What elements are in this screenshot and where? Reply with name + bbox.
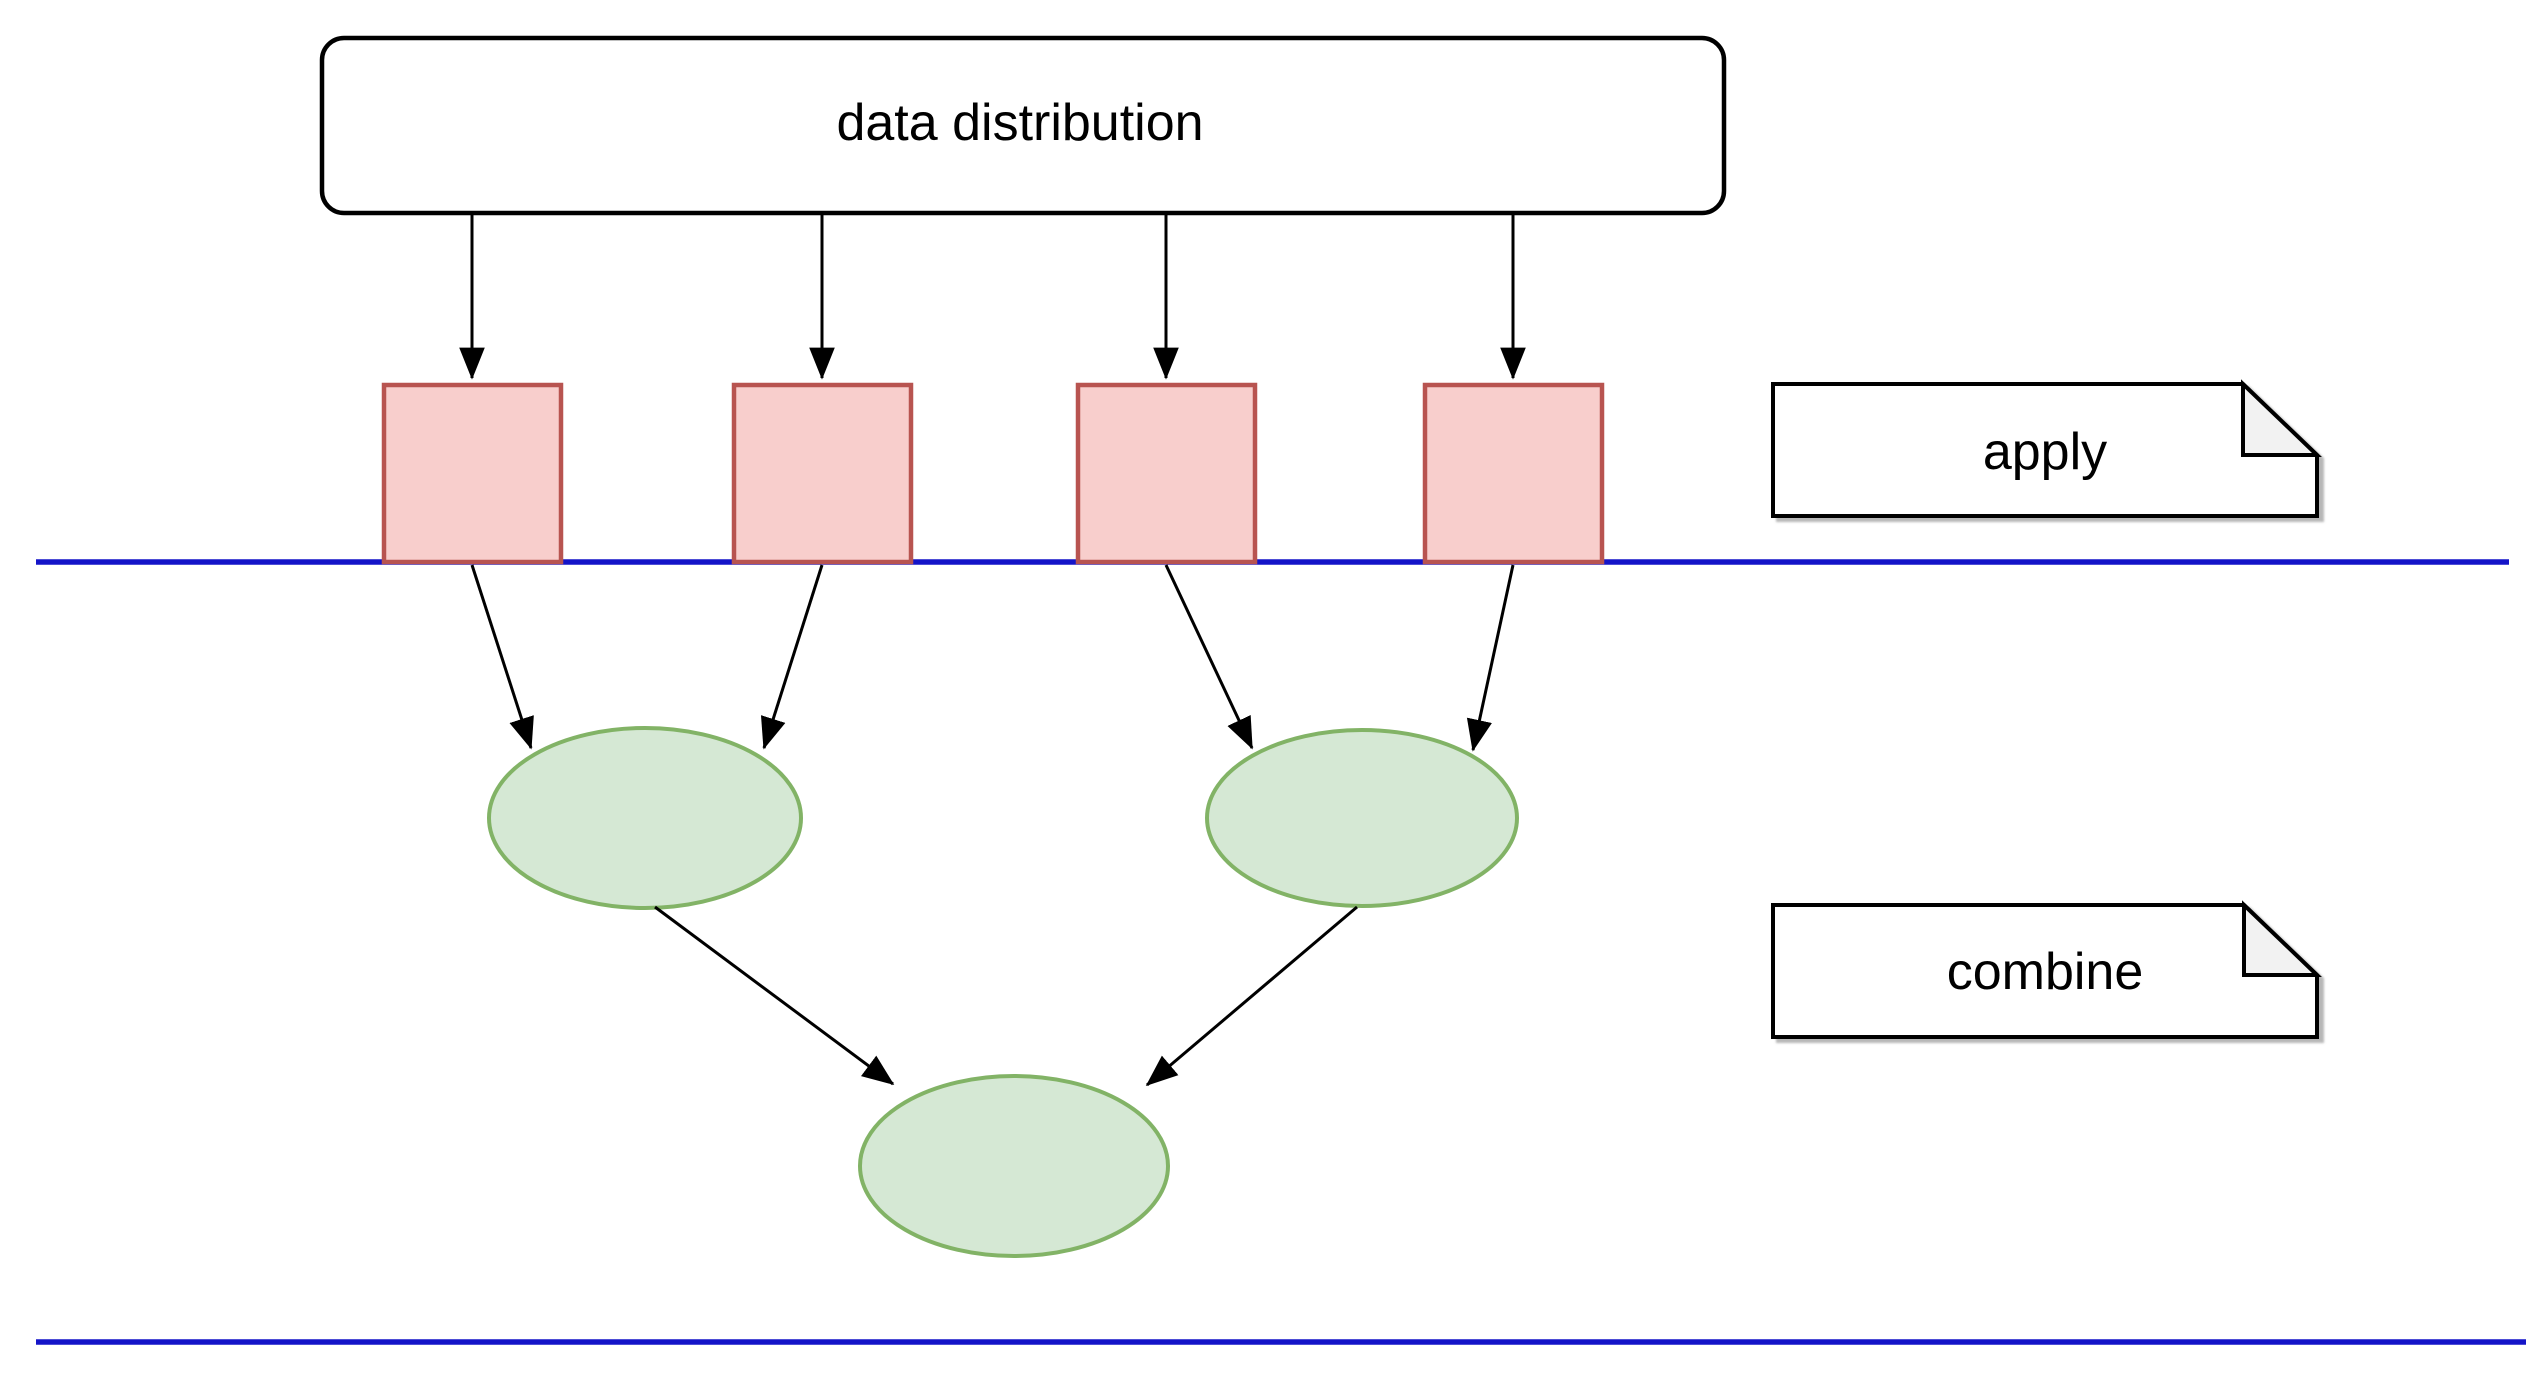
data-distribution-label: data distribution bbox=[836, 94, 1203, 152]
worker-square-3 bbox=[1075, 382, 1258, 565]
note-combine-label: combine bbox=[1947, 943, 2144, 1001]
edge-combine-1 bbox=[470, 564, 534, 750]
edge-combine-4 bbox=[1466, 564, 1515, 752]
note-combine: combine bbox=[1771, 900, 2322, 1039]
note-combine-body bbox=[1771, 903, 2319, 1039]
worker-square-4 bbox=[1422, 382, 1605, 565]
note-apply-label: apply bbox=[1983, 423, 2107, 481]
edge-final-left bbox=[654, 905, 895, 1086]
combine-node-right bbox=[1205, 728, 1519, 908]
note-apply-body bbox=[1771, 382, 2319, 518]
data-distribution-box bbox=[319, 35, 1727, 216]
edge-combine-2 bbox=[760, 564, 824, 750]
edge-combine-3 bbox=[1164, 564, 1254, 750]
combine-node-left bbox=[487, 726, 803, 910]
edge-final-right bbox=[1145, 905, 1358, 1087]
note-combine-fold-icon bbox=[2242, 900, 2322, 977]
combine-node-final bbox=[858, 1074, 1170, 1258]
worker-square-2 bbox=[731, 382, 914, 565]
note-apply: apply bbox=[1771, 379, 2322, 518]
note-apply-fold-icon bbox=[2241, 379, 2322, 457]
worker-square-1 bbox=[381, 382, 564, 565]
